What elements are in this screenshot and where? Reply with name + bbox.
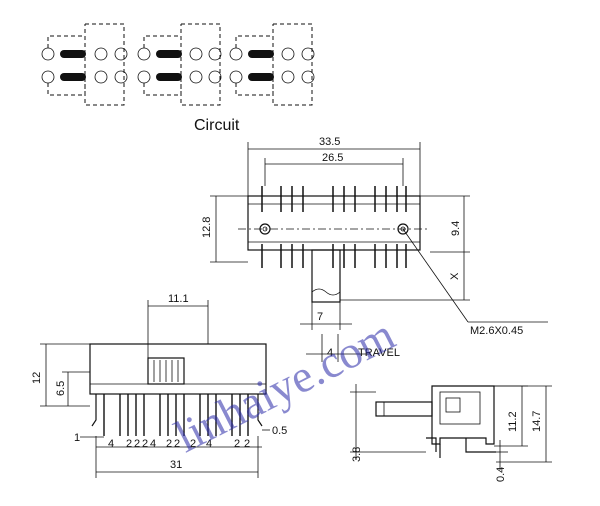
side-view: 3.8 11.2 14.7 0.4 [350,384,552,482]
pitch-label: 2 [142,438,148,450]
pitch-label: 2 [244,438,250,450]
circuit-group-1 [41,23,128,106]
circuit-group-2 [137,23,222,106]
travel-label: TRAVEL [358,347,400,359]
mount-hole-right [397,223,409,235]
front-actuator [147,357,185,385]
front-view: 11.1 12 6.5 0.5 1 4 2 2 2 4 2 2 2 4 2 2 [31,293,287,478]
dim-bottom-thickness: 0.4 [495,467,507,482]
dim-front-height: 12 [31,372,43,384]
dim-bottom-offset: 3.8 [351,447,363,462]
pitch-label: 2 [234,438,240,450]
dim-top-height: 12.8 [201,217,213,238]
pitch-label: 2 [134,438,140,450]
side-housing [431,385,495,445]
dim-x: X [449,272,461,280]
dim-front-length: 31 [170,459,182,471]
dim-side-overall-height: 14.7 [531,411,543,432]
dim-right-height: 9.4 [450,221,462,236]
dim-pin-span: 26.5 [322,152,343,164]
top-actuator [311,249,341,303]
front-pins [103,394,249,436]
pitch-label: 2 [174,438,180,450]
dim-actuator-offset: 11.1 [168,293,189,305]
bottom-pins [261,244,407,268]
circuit-schematic: Circuit [41,23,315,134]
dim-body-height: 6.5 [55,381,67,396]
pitch-label: 2 [190,438,196,450]
pitch-label: 4 [206,438,212,450]
dim-actuator-width: 7 [317,311,323,323]
dim-left-offset: 1 [74,432,80,444]
dim-top-width: 33.5 [319,136,340,148]
top-view: 33.5 26.5 12.8 9.4 X 7 4 TRAVEL M2.6X0 [201,136,548,362]
dim-travel: 4 [327,347,333,359]
front-view-body [89,343,267,395]
dim-pin-thickness: 0.5 [272,425,287,437]
screw-label: M2.6X0.45 [470,325,523,337]
pitch-label: 2 [126,438,132,450]
watermark: linhaiye.com [167,308,403,462]
mount-hole-left [259,223,271,235]
dim-side-inner-height: 11.2 [507,411,519,432]
pitch-labels: 4 2 2 2 4 2 2 2 4 2 2 [108,438,250,450]
pitch-label: 2 [166,438,172,450]
circuit-label: Circuit [194,117,240,134]
top-pins [261,186,407,212]
pitch-label: 4 [108,438,114,450]
pitch-label: 4 [150,438,156,450]
circuit-group-3 [229,23,315,106]
